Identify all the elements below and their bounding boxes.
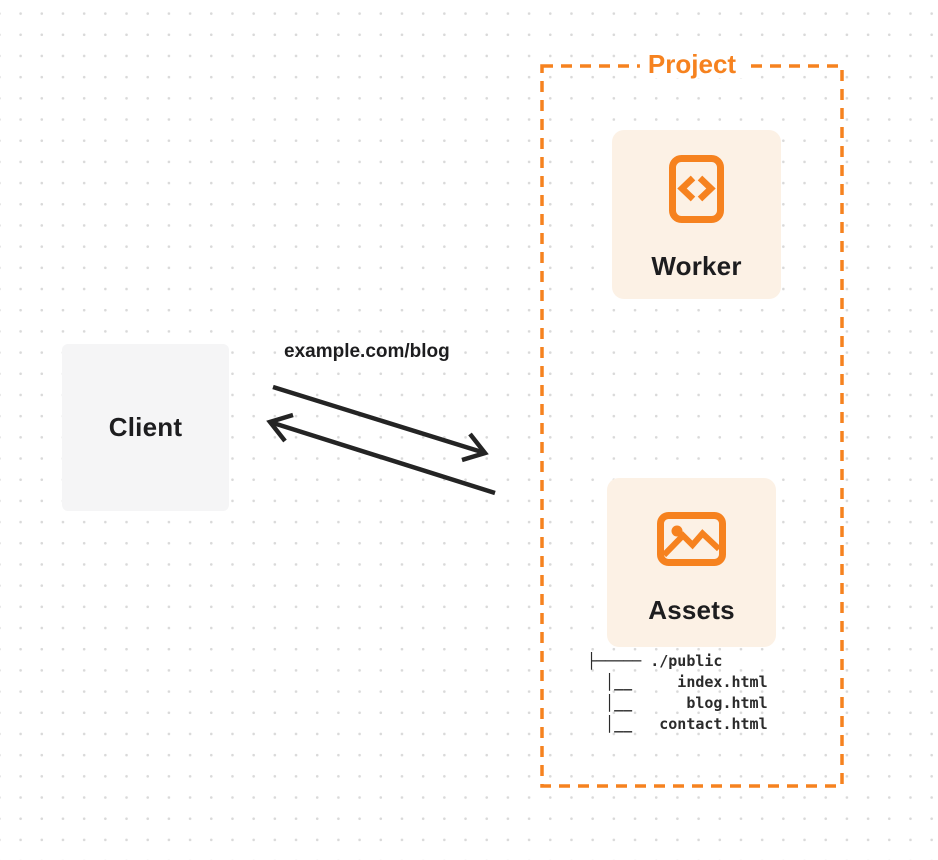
tree-line-blog: │__ blog.html xyxy=(587,694,768,712)
tree-line-public: ├───── ./public xyxy=(587,652,723,670)
assets-node: Assets xyxy=(607,478,776,647)
assets-file-tree: ├───── ./public │__ index.html │__ blog.… xyxy=(587,651,768,735)
image-icon xyxy=(657,512,726,566)
client-node: Client xyxy=(62,344,229,511)
assets-label: Assets xyxy=(648,595,735,625)
project-label: Project xyxy=(639,50,745,78)
worker-node: Worker xyxy=(612,130,781,299)
response-arrow xyxy=(266,412,496,496)
client-label: Client xyxy=(108,412,183,442)
request-url-label: example.com/blog xyxy=(284,341,450,362)
code-icon xyxy=(669,155,724,223)
request-arrow xyxy=(272,384,489,463)
project-dashed-border xyxy=(540,64,844,788)
worker-label: Worker xyxy=(651,251,742,281)
tree-line-index: │__ index.html xyxy=(587,673,768,691)
tree-line-contact: │__ contact.html xyxy=(587,715,768,733)
project-container: Project Worker Assets ├───── ./public │_… xyxy=(540,50,844,788)
